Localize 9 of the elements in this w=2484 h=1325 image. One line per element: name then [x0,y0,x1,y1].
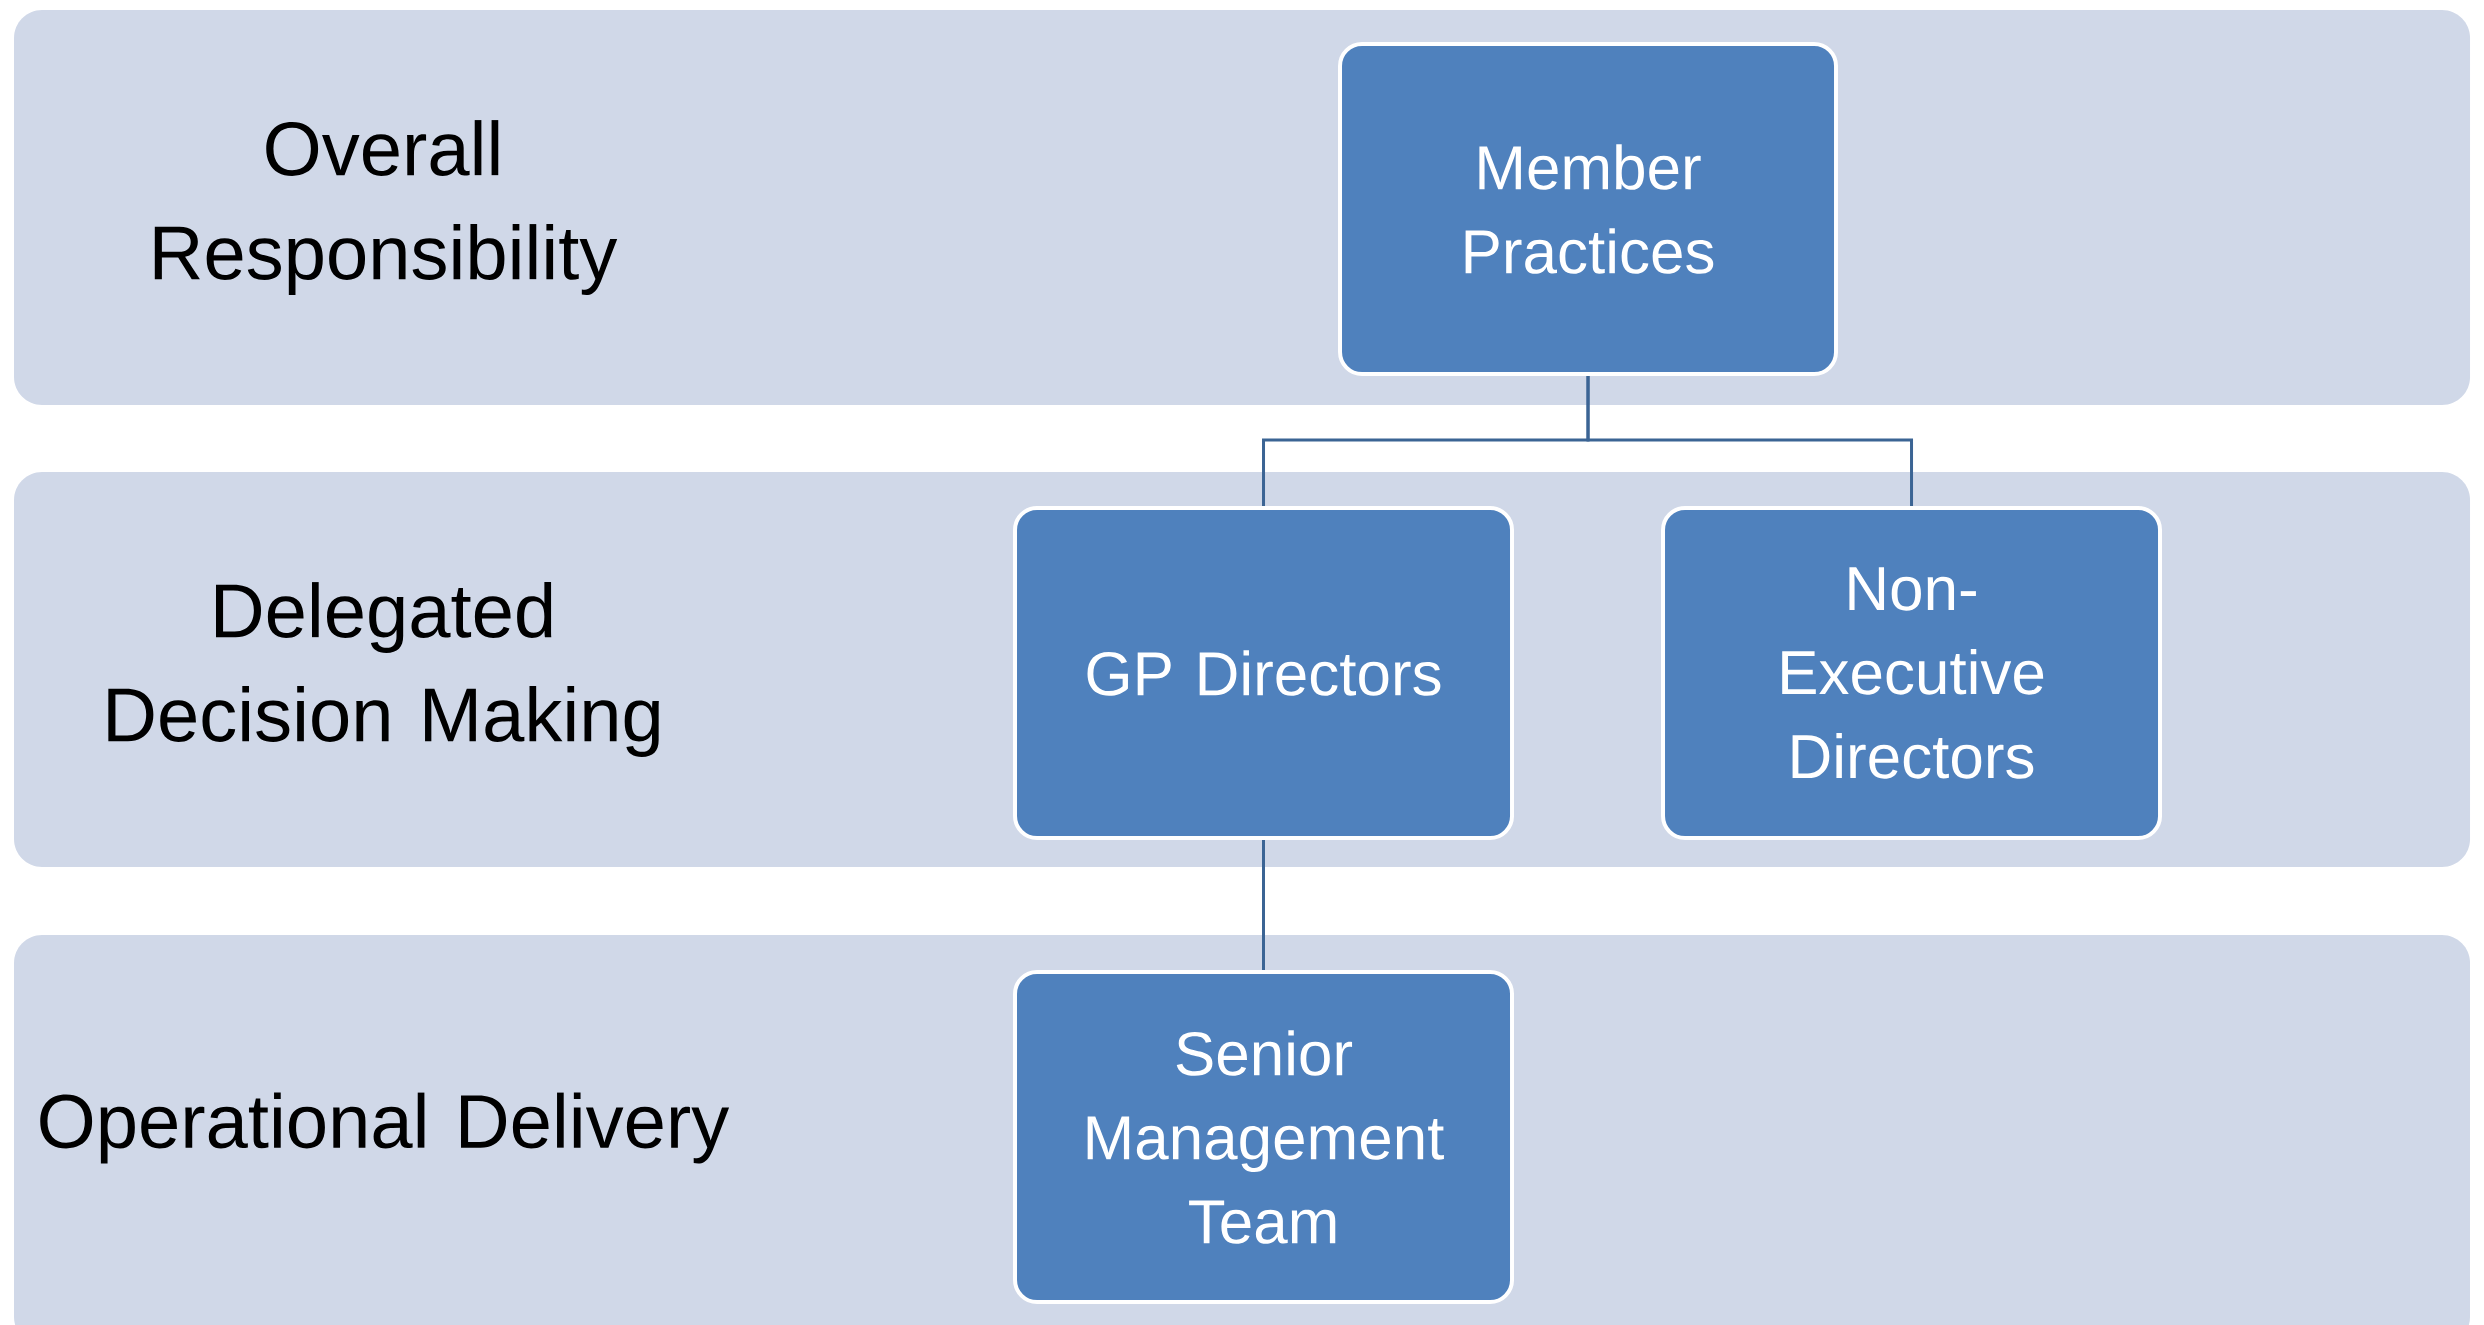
org-box: Senior Management Team [1013,970,1514,1304]
band-heading: Overall Responsibility [154,120,618,295]
connector-line [1586,376,1913,506]
band-heading: Operational Delivery [40,1092,730,1164]
connector-line [1262,840,1265,970]
org-box: Non-Executive Directors [1661,506,2163,840]
org-box: GP Directors [1013,506,1514,840]
band-heading: Delegated Decision Making [108,582,659,757]
org-box: Member Practices [1338,42,1838,376]
